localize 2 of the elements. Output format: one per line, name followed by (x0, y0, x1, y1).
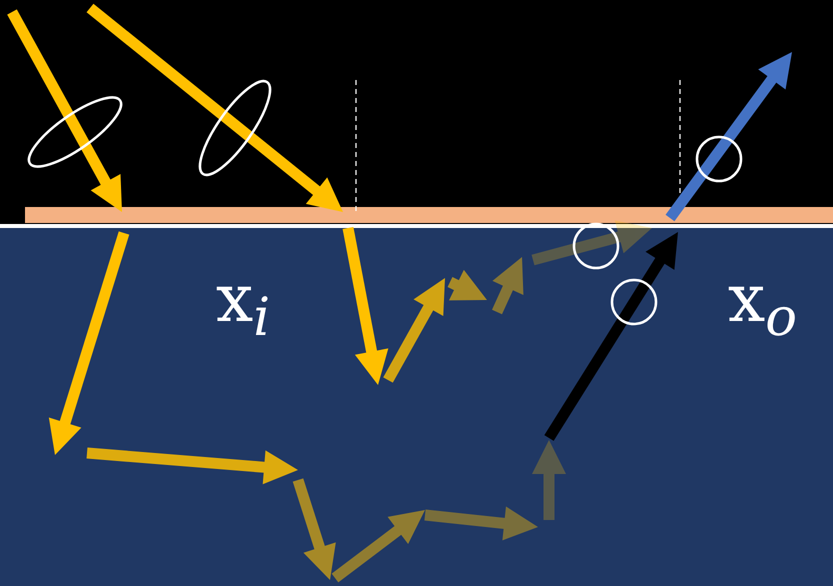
point-label: x$_{o}$ (728, 266, 798, 345)
point-label: x$_{i}$ (216, 266, 270, 345)
